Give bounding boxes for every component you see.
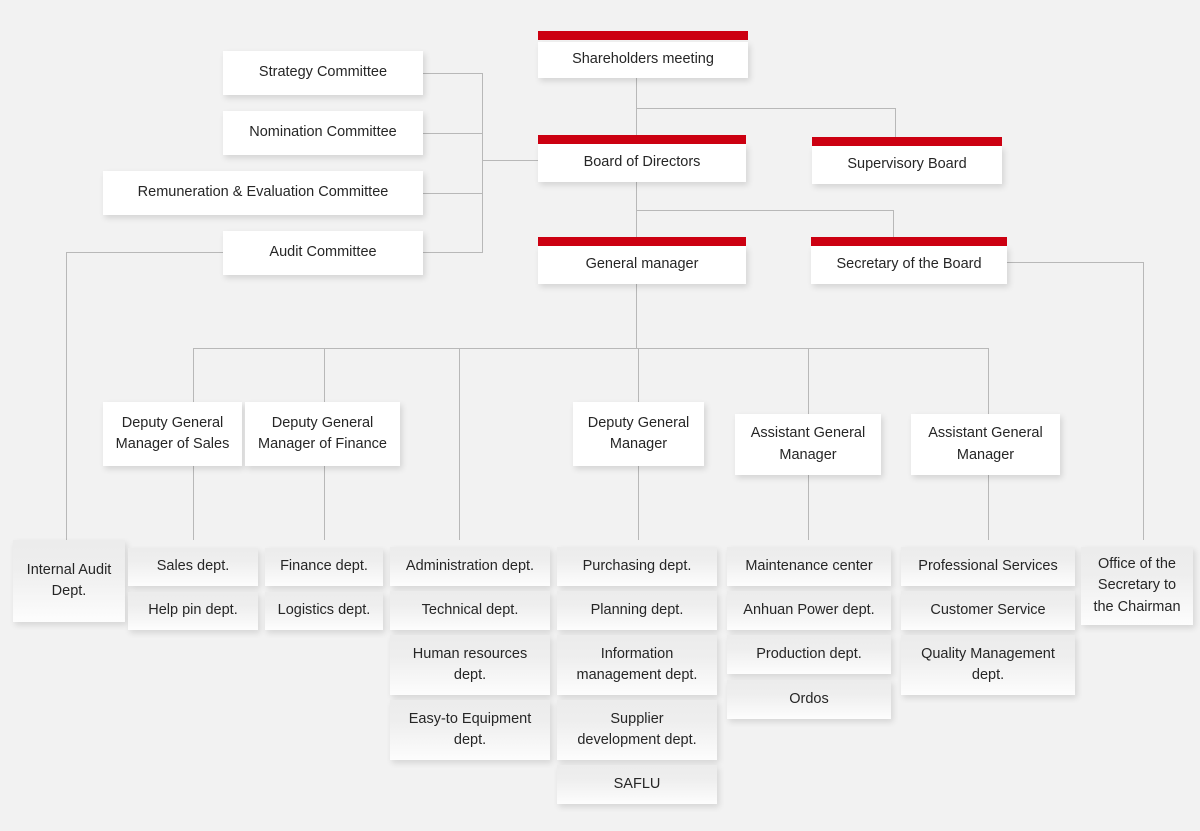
node-dept-administration[interactable]: Administration dept. (390, 547, 550, 586)
node-committee-nomination[interactable]: Nomination Committee (223, 111, 423, 155)
connector-line (193, 348, 194, 402)
connector-line (893, 210, 894, 246)
connector-line (1143, 262, 1144, 540)
node-assistant-general-manager-2[interactable]: Assistant General Manager (911, 414, 1060, 475)
node-dept-human-resources[interactable]: Human resources dept. (390, 635, 550, 695)
node-committee-audit[interactable]: Audit Committee (223, 231, 423, 275)
node-dept-ordos[interactable]: Ordos (727, 680, 891, 719)
connector-line (423, 193, 483, 194)
node-committee-remuneration-evaluation[interactable]: Remuneration & Evaluation Committee (103, 171, 423, 215)
connector-line (808, 475, 809, 540)
node-dept-professional-services[interactable]: Professional Services (901, 547, 1075, 586)
connector-line (636, 210, 893, 211)
connector-line (193, 466, 194, 540)
connector-line (423, 133, 483, 134)
accent-bar-general-manager (538, 237, 746, 246)
connector-line (482, 73, 483, 253)
node-dept-technical[interactable]: Technical dept. (390, 591, 550, 630)
accent-bar-shareholders (538, 31, 748, 40)
connector-line (193, 348, 989, 349)
node-dept-information-management[interactable]: Information management dept. (557, 635, 717, 695)
node-dept-maintenance-center[interactable]: Maintenance center (727, 547, 891, 586)
connector-line (636, 182, 637, 246)
connector-line (482, 160, 538, 161)
node-shareholders-meeting[interactable]: Shareholders meeting (538, 42, 748, 78)
accent-bar-secretary-of-the-board (811, 237, 1007, 246)
node-dept-finance[interactable]: Finance dept. (265, 548, 383, 586)
connector-line (324, 466, 325, 540)
node-dept-internal-audit[interactable]: Internal Audit Dept. (13, 540, 125, 622)
node-dept-saflu[interactable]: SAFLU (557, 765, 717, 804)
connector-line (324, 348, 325, 402)
node-secretary-of-the-board[interactable]: Secretary of the Board (811, 246, 1007, 284)
connector-line (638, 348, 639, 402)
node-dept-logistics[interactable]: Logistics dept. (265, 592, 383, 630)
connector-line (66, 252, 67, 540)
node-deputy-general-manager[interactable]: Deputy General Manager (573, 402, 704, 466)
connector-line (638, 466, 639, 540)
node-assistant-general-manager-1[interactable]: Assistant General Manager (735, 414, 881, 475)
node-supervisory-board[interactable]: Supervisory Board (812, 146, 1002, 184)
node-general-manager[interactable]: General manager (538, 246, 746, 284)
connector-line (636, 284, 637, 348)
node-dept-easy-to-equipment[interactable]: Easy-to Equipment dept. (390, 700, 550, 760)
connector-line (988, 475, 989, 540)
connector-line (423, 73, 483, 74)
node-dept-planning[interactable]: Planning dept. (557, 591, 717, 630)
node-dept-purchasing[interactable]: Purchasing dept. (557, 547, 717, 586)
accent-bar-supervisory-board (812, 137, 1002, 146)
node-board-of-directors[interactable]: Board of Directors (538, 144, 746, 182)
node-deputy-general-manager-of-sales[interactable]: Deputy General Manager of Sales (103, 402, 242, 466)
node-dept-office-of-secretary-to-chairman[interactable]: Office of the Secretary to the Chairman (1081, 547, 1193, 625)
connector-line (636, 78, 637, 142)
node-dept-customer-service[interactable]: Customer Service (901, 591, 1075, 630)
node-committee-strategy[interactable]: Strategy Committee (223, 51, 423, 95)
connector-line (1007, 262, 1143, 263)
accent-bar-board-of-directors (538, 135, 746, 144)
node-deputy-general-manager-of-finance[interactable]: Deputy General Manager of Finance (245, 402, 400, 466)
node-dept-production[interactable]: Production dept. (727, 635, 891, 674)
connector-line (895, 108, 896, 144)
connector-line (636, 108, 895, 109)
node-dept-supplier-development[interactable]: Supplier development dept. (557, 700, 717, 760)
connector-line (988, 348, 989, 414)
node-dept-quality-management[interactable]: Quality Management dept. (901, 635, 1075, 695)
connector-line (459, 348, 460, 540)
node-dept-help-pin[interactable]: Help pin dept. (128, 592, 258, 630)
connector-line (808, 348, 809, 414)
node-dept-anhuan-power[interactable]: Anhuan Power dept. (727, 591, 891, 630)
node-dept-sales[interactable]: Sales dept. (128, 548, 258, 586)
